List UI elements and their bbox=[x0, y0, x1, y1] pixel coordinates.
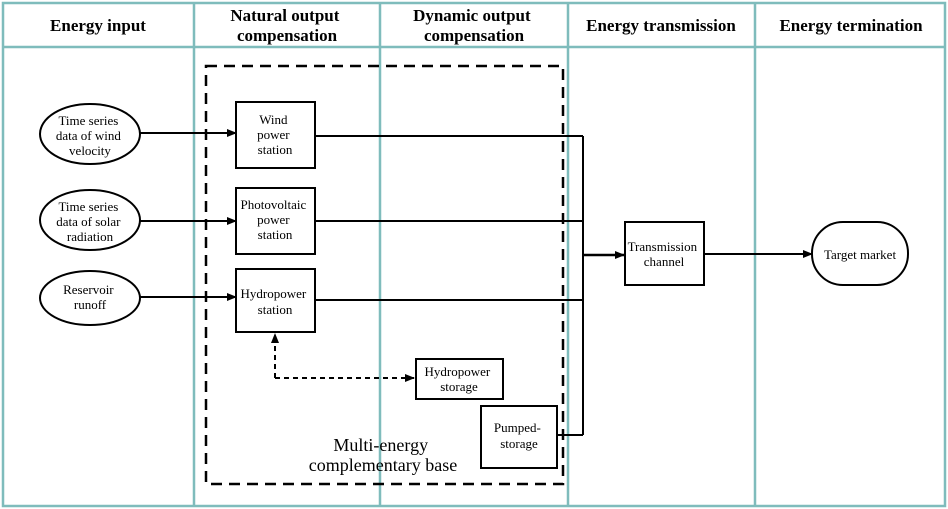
target-market: Target market bbox=[811, 221, 909, 286]
header-energy-input: Energy input bbox=[50, 16, 146, 35]
svg-text:Wind power station: Wind power station bbox=[257, 112, 293, 157]
wind-power-station: Wind power station bbox=[235, 101, 316, 169]
pumped-storage: Pumped- storage bbox=[480, 405, 558, 469]
svg-text:Time series data of sola: Time series data of solar radiation bbox=[56, 199, 124, 244]
multi-energy-base-label: Multi-energy complementary base bbox=[309, 435, 457, 475]
svg-text:Hydropower station: Hydropower station bbox=[241, 286, 310, 317]
multi-energy-base-boundary bbox=[204, 64, 565, 486]
input-reservoir-runoff: Reservoir runoff bbox=[39, 270, 141, 326]
photovoltaic-power-station: Photovoltaic power station bbox=[235, 187, 316, 255]
header-energy-transmission: Energy transmission bbox=[586, 16, 736, 35]
header-dynamic-output: Dynamic output compensation bbox=[413, 6, 535, 45]
svg-text:Target market: Target market bbox=[824, 247, 897, 262]
svg-text:Time series data of wind: Time series data of wind velocity bbox=[56, 113, 124, 158]
hydropower-storage: Hydropower storage bbox=[415, 358, 504, 400]
svg-text:Hydropower storage: Hydropower storage bbox=[425, 364, 494, 394]
connectors bbox=[140, 129, 813, 436]
transmission-channel: Transmission channel bbox=[624, 221, 705, 286]
svg-text:Transmission channel: Transmission channel bbox=[628, 239, 701, 269]
svg-text:Pumped- storage: Pumped- storage bbox=[494, 420, 544, 451]
svg-text:Photovoltaic power: Photovoltaic power station bbox=[241, 197, 310, 242]
input-wind-data: Time series data of wind velocity bbox=[39, 103, 141, 165]
svg-text:Reservoir runoff: Reservoir runoff bbox=[63, 282, 117, 312]
storage-link bbox=[271, 333, 415, 382]
header-energy-termination: Energy termination bbox=[779, 16, 923, 35]
hydropower-station: Hydropower station bbox=[235, 268, 316, 333]
header-natural-output: Natural output compensation bbox=[230, 6, 343, 45]
input-solar-data: Time series data of solar radiation bbox=[39, 189, 141, 251]
